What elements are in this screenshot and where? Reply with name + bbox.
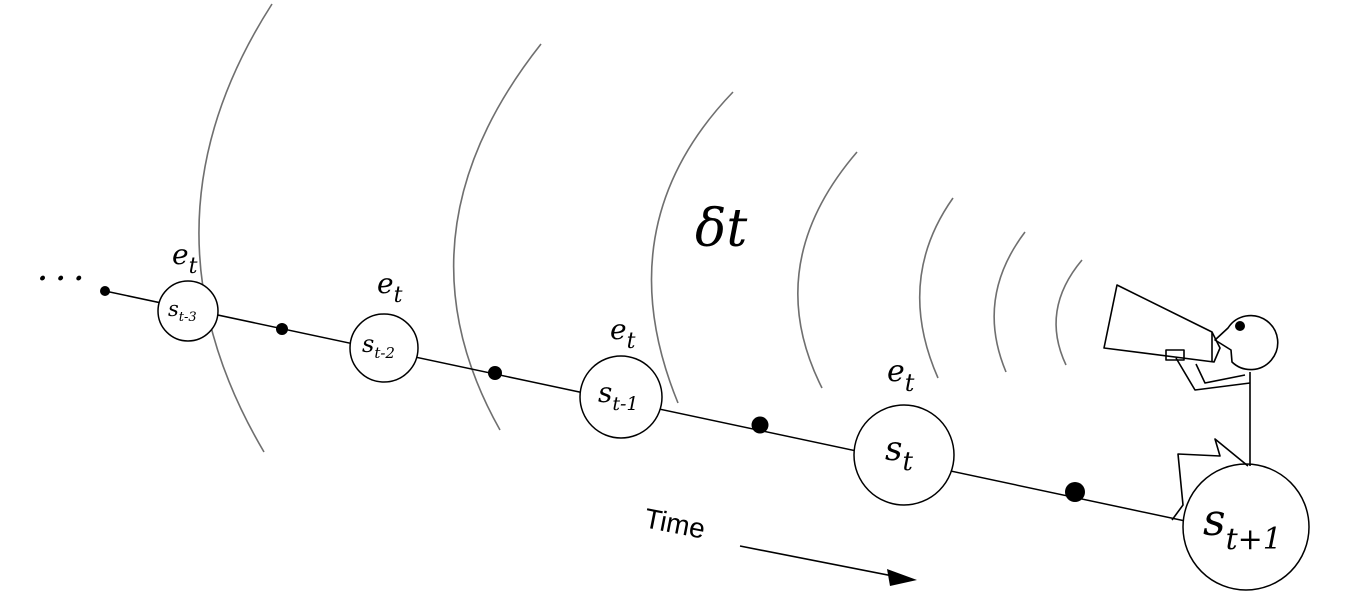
action-dot bbox=[751, 416, 769, 434]
state-label-sub: t-1 bbox=[612, 393, 638, 415]
state-label-main: s bbox=[598, 376, 612, 409]
delta-symbol: δt bbox=[695, 199, 747, 259]
trace-label: et bbox=[172, 238, 198, 279]
state-label-t-1: st-1 bbox=[598, 376, 639, 415]
state-label-t-2: st-2 bbox=[362, 330, 395, 362]
trace-sub: t bbox=[394, 283, 403, 308]
state-node-t-3 bbox=[157, 280, 219, 342]
figure-head bbox=[1214, 314, 1279, 371]
trace-main: e bbox=[377, 267, 394, 300]
wavefront-arc bbox=[650, 91, 734, 404]
wavefront-arc bbox=[452, 43, 542, 431]
state-label-main: s bbox=[362, 330, 374, 358]
megaphone-icon bbox=[1103, 284, 1221, 363]
delta-main: δ bbox=[695, 199, 726, 259]
state-label-sub: t+1 bbox=[1226, 522, 1282, 557]
figure-eye bbox=[1235, 321, 1245, 331]
state-label-t+1: st+1 bbox=[1203, 495, 1282, 557]
state-node-t bbox=[853, 404, 955, 506]
trace-label: et bbox=[610, 313, 636, 354]
trace-sub: t bbox=[189, 254, 198, 279]
trace-main: e bbox=[887, 354, 905, 389]
time-label: Time bbox=[642, 502, 708, 544]
delta-sub: t bbox=[726, 199, 747, 259]
wavefronts bbox=[198, 3, 1083, 453]
state-label-sub: t-2 bbox=[374, 344, 395, 362]
ellipsis: · · · bbox=[38, 264, 83, 294]
state-node-t-1 bbox=[579, 355, 663, 439]
action-dot bbox=[488, 366, 502, 380]
state-label-sub: t bbox=[902, 447, 913, 477]
state-label-t-3: st-3 bbox=[168, 297, 197, 325]
wavefront-arc bbox=[993, 231, 1026, 373]
action-dot bbox=[100, 286, 110, 296]
state-labels: st-3 st-2 st-1 st st+1 bbox=[168, 297, 1282, 557]
state-label-main: s bbox=[168, 297, 179, 321]
stick-figure-icon bbox=[1171, 314, 1279, 521]
trace-main: e bbox=[172, 238, 189, 271]
action-dot bbox=[1065, 482, 1085, 502]
state-label-sub: t-3 bbox=[179, 310, 197, 325]
time-arrow-icon bbox=[739, 545, 917, 586]
trace-main: e bbox=[610, 313, 627, 346]
state-node-t-2 bbox=[349, 313, 419, 383]
wavefront-arc bbox=[1055, 259, 1083, 366]
action-dot bbox=[276, 323, 288, 335]
trace-label: et bbox=[887, 354, 915, 397]
wavefront-arc bbox=[918, 197, 954, 379]
state-nodes bbox=[157, 280, 1310, 591]
state-label-main: s bbox=[1203, 495, 1226, 546]
state-label-main: s bbox=[885, 429, 902, 469]
state-label-t: st bbox=[885, 429, 913, 477]
trace-label: et bbox=[377, 267, 403, 308]
trace-sub: t bbox=[905, 369, 915, 397]
wavefront-arc bbox=[198, 3, 273, 453]
trace-labels: et et et et bbox=[172, 238, 915, 397]
wavefront-arc bbox=[797, 151, 858, 389]
action-dots bbox=[100, 286, 1085, 502]
trace-sub: t bbox=[627, 329, 636, 354]
